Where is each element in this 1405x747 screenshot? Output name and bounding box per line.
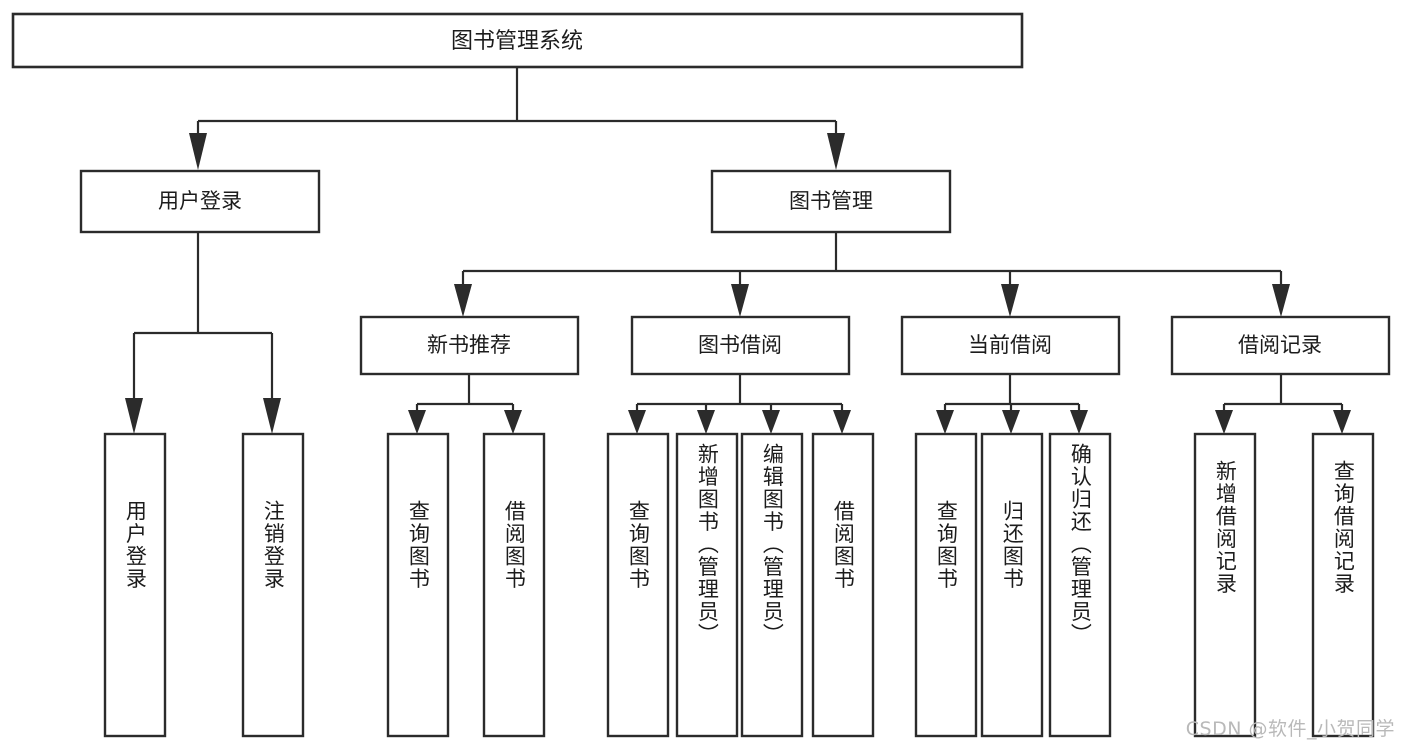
node-new-book-recommend[interactable]: 新书推荐	[359, 315, 580, 376]
arrowhead-to-new-book	[454, 284, 472, 317]
arrowhead-login-leaf-2	[263, 398, 281, 434]
leaf-box-new-book-1[interactable]	[386, 432, 450, 738]
arrowhead-to-book-borrow	[731, 284, 749, 317]
node-current-borrow[interactable]: 当前借阅	[900, 315, 1121, 376]
arrowhead-login-leaf-1	[125, 398, 143, 434]
node-borrow-record-box	[1170, 315, 1391, 376]
arrowhead-to-borrow-record	[1272, 284, 1290, 317]
leaf-box-current-borrow-1[interactable]	[914, 432, 978, 738]
arrowhead-borrowrecord-leaf-2	[1333, 410, 1351, 434]
leaf-box-user-login-1[interactable]	[103, 432, 167, 738]
arrowhead-to-book-management	[827, 133, 845, 170]
node-root-system[interactable]: 图书管理系统	[11, 12, 1024, 69]
node-user-login-label: 用户登录	[158, 189, 242, 213]
arrowhead-borrowrecord-leaf-1	[1215, 410, 1233, 434]
arrowhead-bookborrow-leaf-2	[697, 410, 715, 434]
watermark-text: CSDN @软件_小贺同学	[1185, 718, 1395, 740]
connector-layer	[125, 67, 1351, 434]
node-new-book-recommend-label: 新书推荐	[427, 333, 511, 357]
node-root-system-box	[11, 12, 1024, 69]
leaf-box-book-borrow-1[interactable]	[606, 432, 670, 738]
node-new-book-recommend-box	[359, 315, 580, 376]
node-book-borrow[interactable]: 图书借阅	[630, 315, 851, 376]
arrowhead-to-current-borrow	[1001, 284, 1019, 317]
arrowhead-to-user-login	[189, 133, 207, 170]
arrowhead-bookborrow-leaf-1	[628, 410, 646, 434]
node-user-login[interactable]: 用户登录	[79, 169, 321, 234]
leaf-box-current-borrow-3[interactable]	[1048, 432, 1112, 738]
node-borrow-record-label: 借阅记录	[1238, 333, 1322, 357]
arrowhead-newbook-leaf-1	[408, 410, 426, 434]
node-borrow-record[interactable]: 借阅记录	[1170, 315, 1391, 376]
node-current-borrow-label: 当前借阅	[968, 333, 1052, 357]
leaf-box-book-borrow-3[interactable]	[740, 432, 804, 738]
node-book-borrow-label: 图书借阅	[698, 333, 782, 357]
leaf-box-book-borrow-4[interactable]	[811, 432, 875, 738]
node-book-management-label: 图书管理	[789, 189, 873, 213]
leaf-box-borrow-record-1[interactable]	[1193, 432, 1257, 738]
arrowhead-bookborrow-leaf-4	[833, 410, 851, 434]
leaf-box-user-login-2[interactable]	[241, 432, 305, 738]
node-current-borrow-box	[900, 315, 1121, 376]
node-user-login-box	[79, 169, 321, 234]
leaf-box-new-book-2[interactable]	[482, 432, 546, 738]
node-book-borrow-box	[630, 315, 851, 376]
node-book-management-box	[710, 169, 952, 234]
leaf-box-borrow-record-2[interactable]	[1311, 432, 1375, 738]
arrowhead-currentborrow-leaf-3	[1070, 410, 1088, 434]
arrowhead-currentborrow-leaf-1	[936, 410, 954, 434]
leaf-box-book-borrow-2[interactable]	[675, 432, 739, 738]
arrowhead-newbook-leaf-2	[504, 410, 522, 434]
node-book-management[interactable]: 图书管理	[710, 169, 952, 234]
leaf-box-current-borrow-2[interactable]	[980, 432, 1044, 738]
arrowhead-currentborrow-leaf-2	[1002, 410, 1020, 434]
node-root-system-label: 图书管理系统	[451, 29, 583, 54]
arrowhead-bookborrow-leaf-3	[762, 410, 780, 434]
